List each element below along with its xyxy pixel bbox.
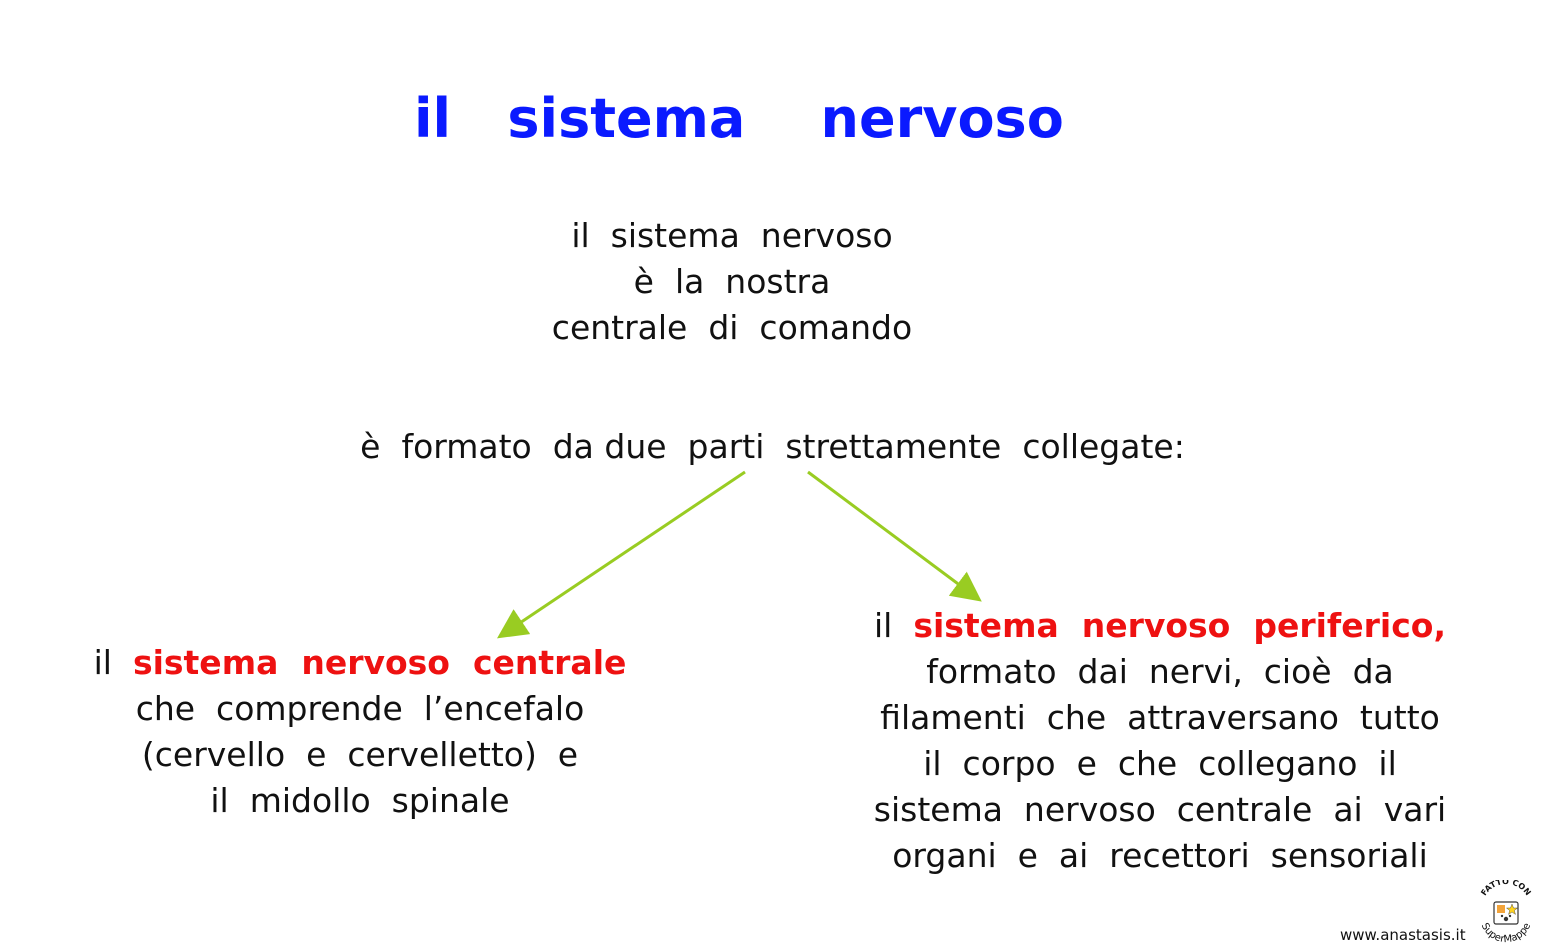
supermappe-logo: FATTO CON SuperMappe — [1479, 880, 1534, 945]
left-line-2: che comprende l’encefalo — [135, 689, 585, 728]
right-line-6: organi e ai recettori sensoriali — [892, 836, 1428, 875]
formato-text: è formato da due parti strettamente coll… — [360, 427, 1185, 466]
left-prefix: il — [93, 643, 133, 682]
right-line-5: sistema nervoso centrale ai vari — [873, 790, 1447, 829]
right-line-2: formato dai nervi, cioè da — [926, 652, 1394, 691]
peripheral-nervous-system-box: il sistema nervoso periferico, formato d… — [845, 603, 1475, 879]
central-nervous-system-label: sistema nervoso centrale — [132, 643, 627, 682]
intro-text: il sistema nervoso è la nostra centrale … — [432, 213, 1032, 351]
central-nervous-system-box: il sistema nervoso centrale che comprend… — [60, 640, 660, 824]
left-line-4: il midollo spinale — [210, 781, 510, 820]
right-prefix: il — [873, 606, 914, 645]
peripheral-nervous-system-label: sistema nervoso periferico, — [913, 606, 1447, 645]
page-title: il sistema nervoso — [414, 87, 1064, 150]
logo-bottom-text: SuperMappe — [1479, 921, 1534, 945]
intro-line-1: il sistema nervoso — [571, 216, 893, 255]
arrow-left — [497, 470, 746, 639]
arrow-right — [807, 470, 982, 602]
intro-line-2: è la nostra — [633, 262, 831, 301]
right-line-4: il corpo e che collegano il — [923, 744, 1397, 783]
intro-line-3: centrale di comando — [551, 308, 913, 347]
logo-top-text: FATTO CON — [1479, 880, 1532, 897]
left-line-3: (cervello e cervelletto) e — [141, 735, 579, 774]
website-link[interactable]: www.anastasis.it — [1340, 926, 1466, 944]
right-line-3: filamenti che attraversano tutto — [880, 698, 1440, 737]
